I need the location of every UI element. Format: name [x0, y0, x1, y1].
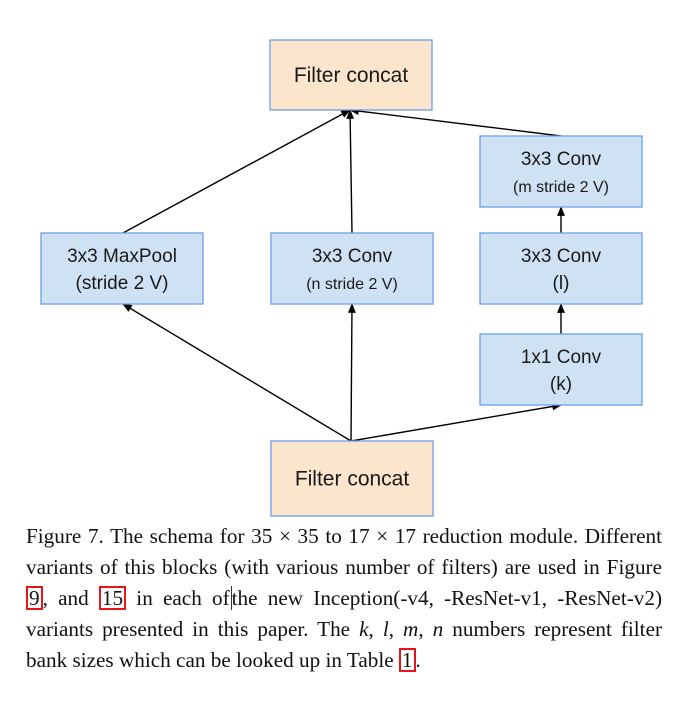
edge-bottom-concat-to-conv-n [348, 303, 356, 442]
node-label: Filter concat [294, 64, 409, 87]
caption-text-1: Figure 7. The schema for 35 × 35 to 17 ×… [26, 524, 662, 579]
node-label: 3x3 Conv [312, 246, 393, 267]
var-n: n [432, 617, 444, 641]
edge-bottom-concat-to-conv-k [350, 402, 562, 442]
node-top-concat: Filter concat [269, 39, 433, 111]
caption-text-4: the new Inception(-v4, -ResNet-v1, -ResN… [26, 586, 662, 641]
edge-maxpool-to-top-concat [122, 109, 351, 234]
node-label: 1x1 Conv [521, 347, 602, 368]
node-box [269, 39, 433, 111]
node-conv-l: 3x3 Conv (l) [479, 232, 643, 305]
caption-text-6: . [415, 648, 421, 672]
caption-text-5: numbers represent filter bank sizes whic… [26, 617, 663, 672]
node-box [270, 232, 434, 305]
node-conv-n: 3x3 Conv (n stride 2 V) [270, 232, 434, 305]
node-conv-m: 3x3 Conv (m stride 2 V) [479, 135, 643, 208]
node-conv-k: 1x1 Conv (k) [479, 333, 643, 406]
edge-bottom-concat-to-maxpool [122, 303, 352, 442]
edge-conv-m-to-top-concat [349, 107, 562, 137]
node-sublabel: (l) [553, 273, 570, 294]
node-label: 3x3 MaxPool [67, 246, 177, 267]
var-l: l [382, 617, 389, 641]
separator: , [388, 617, 404, 641]
table-1-link[interactable]: 1 [398, 648, 416, 672]
var-k: k [359, 617, 369, 641]
node-bottom-concat: Filter concat [270, 440, 434, 517]
node-box [479, 135, 643, 208]
figure-15-link[interactable]: 15 [98, 586, 127, 610]
figure-9-link[interactable]: 9 [26, 586, 43, 610]
edge-conv-n-to-top-concat [346, 109, 355, 234]
caption-text-3: in each of [126, 586, 230, 610]
figure-caption: Figure 7. The schema for 35 × 35 to 17 ×… [26, 521, 662, 676]
node-label: 3x3 Conv [521, 149, 602, 170]
var-m: m [403, 617, 419, 641]
node-label: Filter concat [295, 468, 410, 491]
node-box [40, 232, 204, 305]
node-sublabel: (m stride 2 V) [513, 179, 609, 196]
node-sublabel: (n stride 2 V) [306, 276, 398, 293]
node-box [479, 333, 643, 406]
node-sublabel: (stride 2 V) [76, 273, 169, 294]
separator: , [368, 617, 383, 641]
node-label: 3x3 Conv [521, 246, 602, 267]
caption-text-2: , and [42, 586, 99, 610]
node-box [270, 440, 434, 517]
node-sublabel: (k) [550, 374, 572, 395]
separator: , [418, 617, 433, 641]
node-box [479, 232, 643, 305]
node-maxpool: 3x3 MaxPool (stride 2 V) [40, 232, 204, 305]
